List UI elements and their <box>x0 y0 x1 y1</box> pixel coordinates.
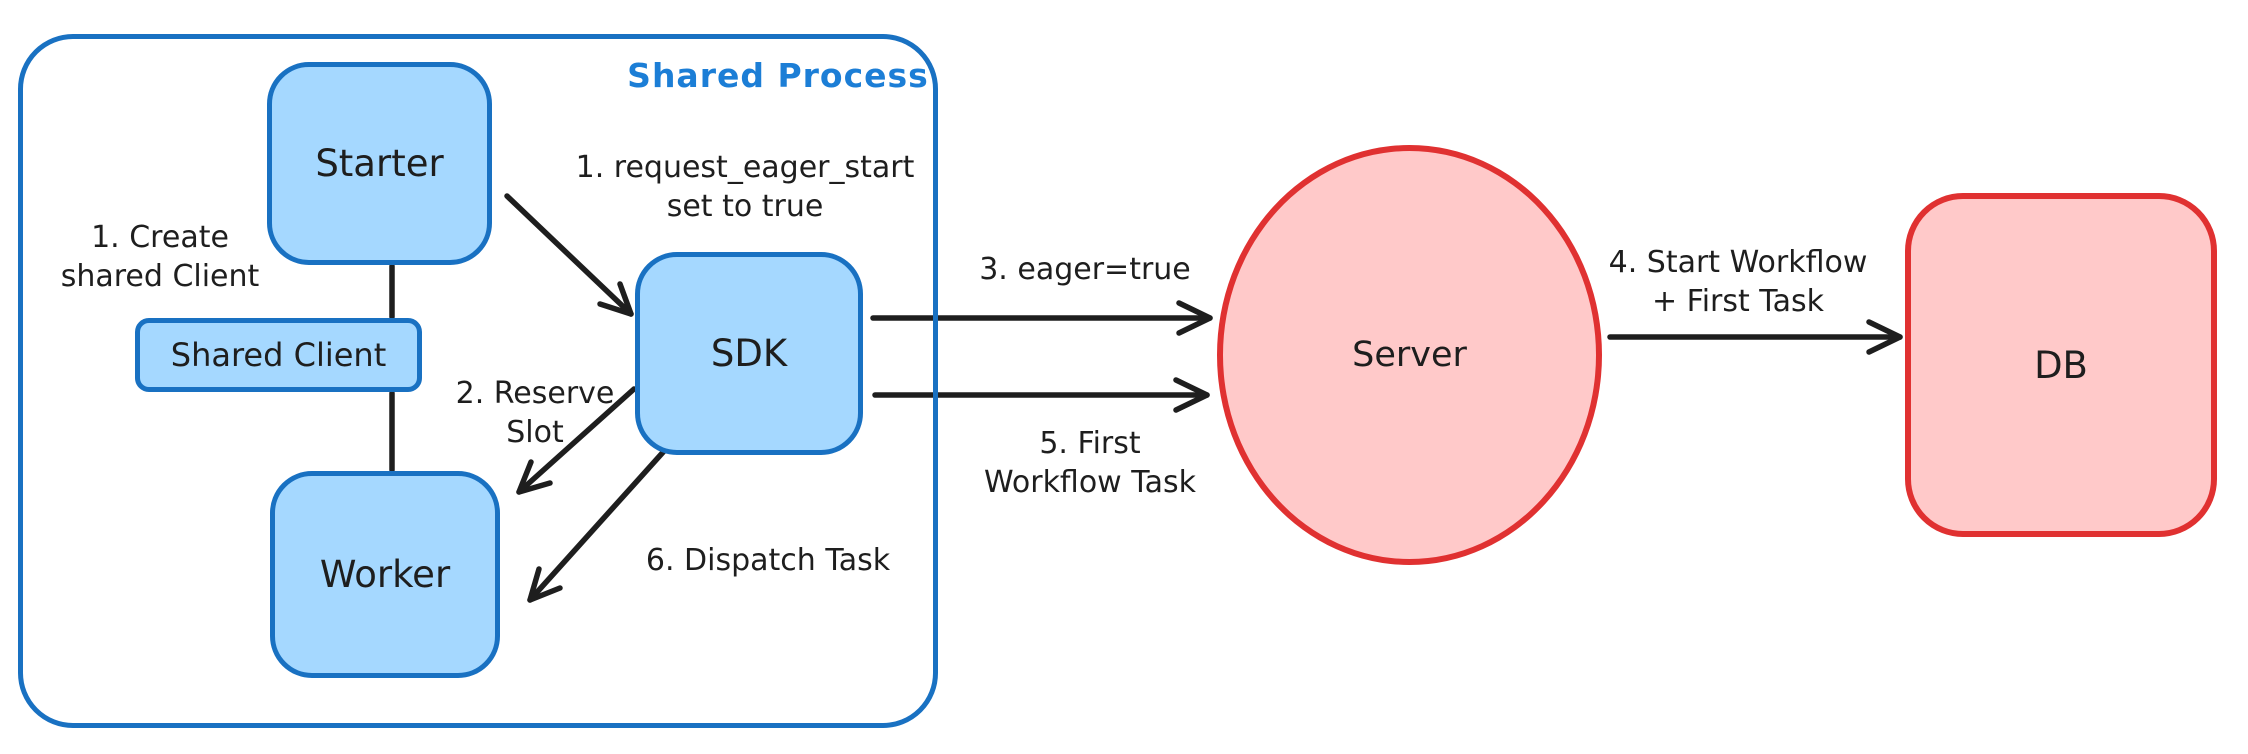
node-starter-label: Starter <box>315 142 444 185</box>
node-sdk: SDK <box>635 252 863 455</box>
node-sdk-label: SDK <box>710 332 788 375</box>
node-shared-client: Shared Client <box>135 318 422 392</box>
edge-label-start-workflow: 4. Start Workflow + First Task <box>1588 243 1888 321</box>
node-worker: Worker <box>270 471 500 678</box>
annotation-create-shared-client: 1. Create shared Client <box>30 218 290 296</box>
node-server-label: Server <box>1352 335 1467 375</box>
annotation-reserve-slot: 2. Reserve Slot <box>435 374 635 452</box>
annotation-request-eager-start-line1: 1. request_eager_start <box>575 150 915 185</box>
annotation-request-eager-start: 1. request_eager_start set to true <box>545 148 945 226</box>
annotation-create-shared-client-line2: shared Client <box>60 259 260 294</box>
annotation-reserve-slot-line1: 2. Reserve <box>455 376 615 411</box>
node-shared-client-label: Shared Client <box>170 336 387 374</box>
node-db: DB <box>1905 193 2217 537</box>
edge-label-start-workflow-line2: + First Task <box>1651 284 1825 319</box>
node-db-label: DB <box>2034 343 2088 387</box>
edge-label-first-workflow-task-line2: Workflow Task <box>983 465 1197 500</box>
annotation-dispatch-task-text: 6. Dispatch Task <box>645 543 891 578</box>
shared-process-label: Shared Process <box>627 56 929 95</box>
edge-label-eager-true: 3. eager=true <box>952 250 1218 289</box>
annotation-create-shared-client-line1: 1. Create <box>91 220 229 255</box>
arrow-server-to-db <box>1607 319 1903 355</box>
edge-label-first-workflow-task: 5. First Workflow Task <box>950 424 1230 502</box>
shared-process-container <box>18 34 938 728</box>
edge-label-start-workflow-line1: 4. Start Workflow <box>1608 245 1868 280</box>
node-starter: Starter <box>267 62 492 265</box>
edge-label-first-workflow-task-line1: 5. First <box>1039 426 1141 461</box>
annotation-reserve-slot-line2: Slot <box>506 415 564 450</box>
node-server: Server <box>1217 145 1602 565</box>
annotation-request-eager-start-line2: set to true <box>666 189 824 224</box>
annotation-dispatch-task: 6. Dispatch Task <box>618 541 918 580</box>
node-worker-label: Worker <box>319 553 451 596</box>
edge-label-eager-true-text: 3. eager=true <box>979 252 1191 287</box>
